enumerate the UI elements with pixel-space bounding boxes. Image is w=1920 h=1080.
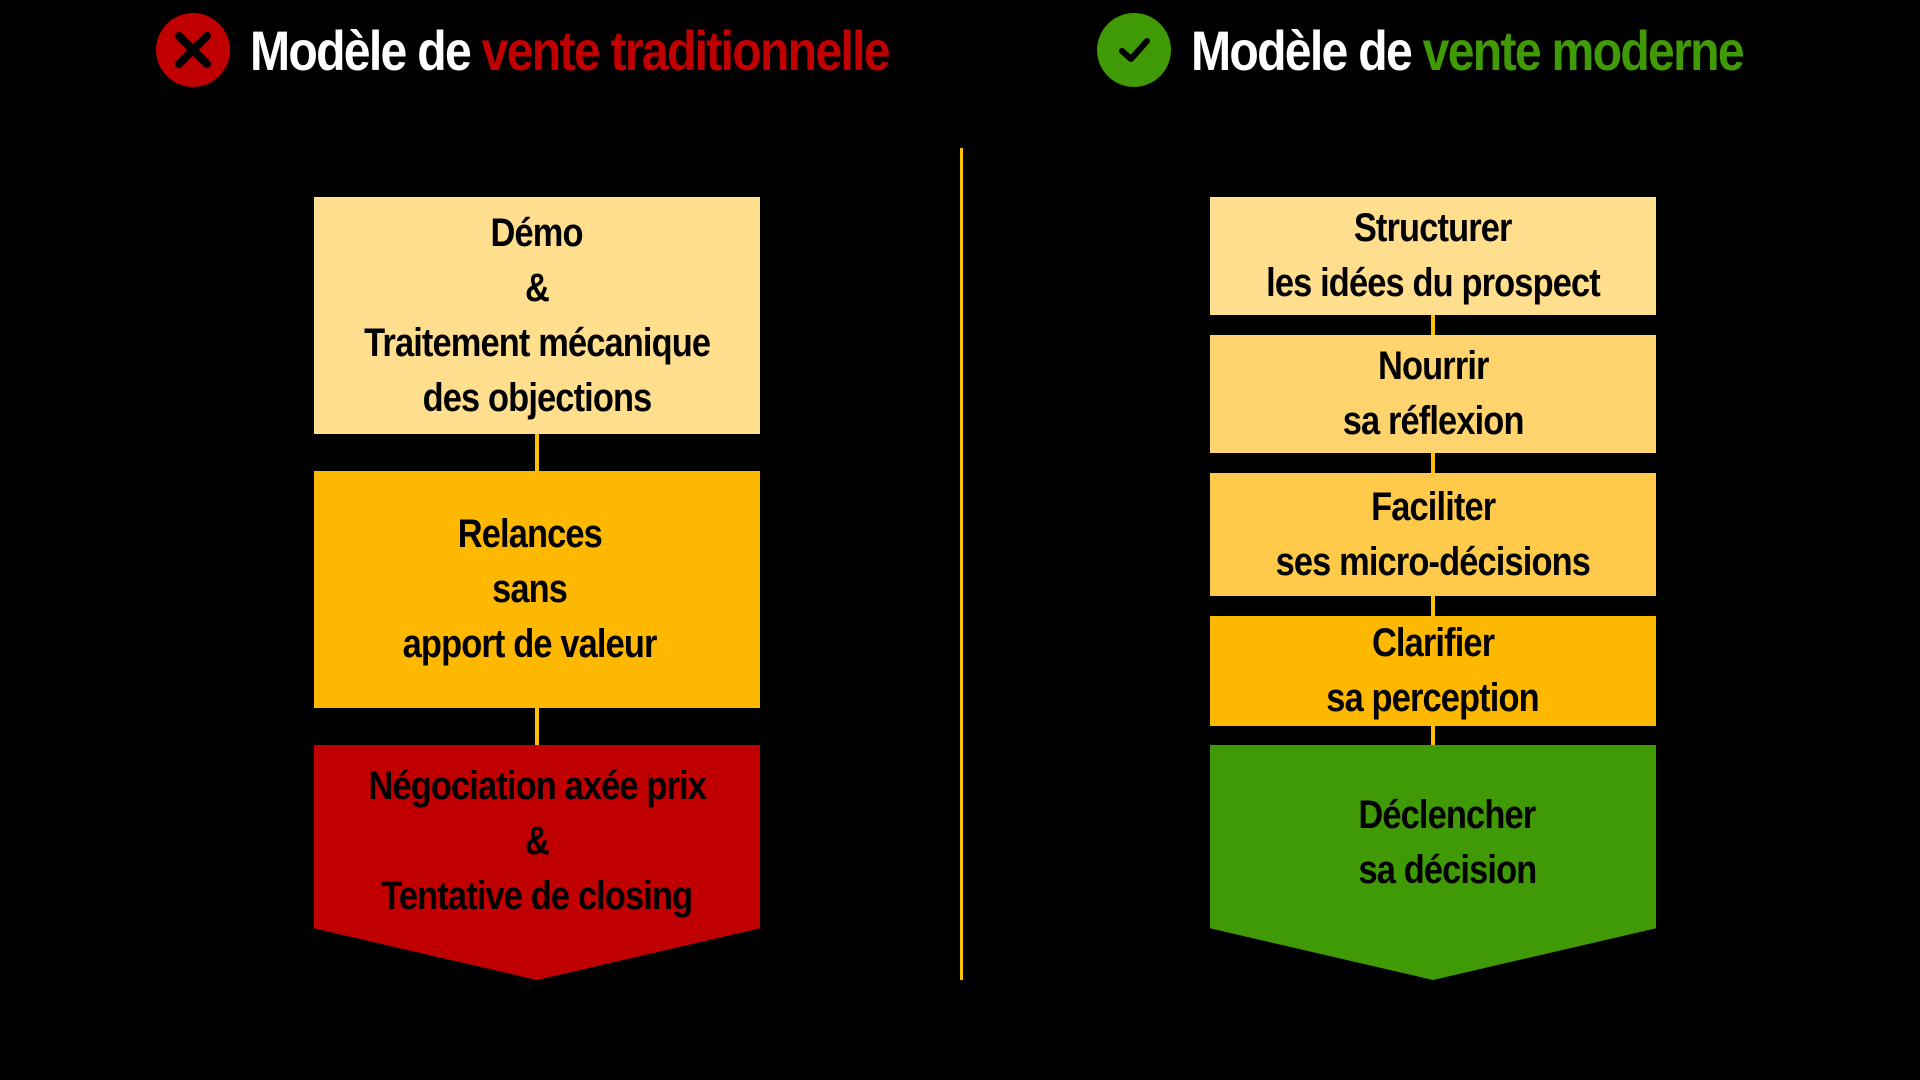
traditional-title-highlight: vente traditionnelle	[481, 18, 891, 82]
modern-connector-2	[1431, 453, 1435, 473]
traditional-step-1-line-4: des objections	[422, 375, 653, 420]
traditional-model-title-text: Modèle de vente traditionnelle	[250, 18, 891, 83]
traditional-connector-1	[535, 434, 539, 472]
modern-step-4-line-1: Clarifier	[1371, 621, 1495, 665]
modern-step-4-line-2: sa perception	[1326, 676, 1540, 720]
modern-model-title-text: Modèle de vente moderne	[1191, 18, 1745, 83]
modern-step-2: Nourrir sa réflexion	[1210, 335, 1656, 453]
modern-title-highlight: vente moderne	[1422, 18, 1745, 82]
traditional-step-2-line-1: Relances	[457, 512, 603, 556]
traditional-step-2-line-2: sans	[492, 567, 569, 611]
traditional-step-3-line-2: &	[524, 819, 550, 863]
traditional-step-1-line-1: Démo	[490, 210, 584, 255]
modern-model-title: Modèle de vente moderne	[1097, 12, 1833, 88]
traditional-step-3-arrow: Négociation axée prix & Tentative de clo…	[314, 745, 760, 980]
center-divider	[960, 148, 963, 980]
modern-step-3: Faciliter ses micro-décisions	[1210, 473, 1656, 596]
modern-step-5-arrow: Déclencher sa décision	[1210, 745, 1656, 980]
traditional-step-1-line-2: &	[524, 265, 550, 310]
modern-title-prefix: Modèle de	[1191, 18, 1423, 82]
modern-step-3-line-1: Faciliter	[1370, 484, 1496, 529]
cross-circle-icon	[156, 13, 230, 87]
modern-step-1-line-2: les idées du prospect	[1266, 261, 1601, 305]
traditional-step-2-line-3: apport de valeur	[403, 622, 658, 666]
modern-connector-1	[1431, 315, 1435, 335]
modern-step-2-line-1: Nourrir	[1377, 344, 1489, 388]
modern-step-2-line-2: sa réflexion	[1342, 399, 1525, 443]
modern-step-5-line-1: Déclencher	[1358, 793, 1537, 837]
traditional-step-1: Démo & Traitement mécanique des objectio…	[314, 197, 760, 434]
traditional-title-prefix: Modèle de	[250, 18, 482, 82]
modern-step-5-line-2: sa décision	[1358, 848, 1537, 892]
modern-step-3-line-2: ses micro-décisions	[1275, 539, 1591, 584]
modern-step-1-line-1: Structurer	[1354, 206, 1513, 250]
traditional-step-1-line-3: Traitement mécanique	[363, 320, 711, 365]
check-circle-icon	[1097, 13, 1171, 87]
traditional-step-3-line-3: Tentative de closing	[381, 874, 694, 918]
modern-step-4: Clarifier sa perception	[1210, 616, 1656, 726]
modern-connector-3	[1431, 596, 1435, 616]
modern-step-1: Structurer les idées du prospect	[1210, 197, 1656, 315]
traditional-connector-2	[535, 708, 539, 746]
traditional-step-3-line-1: Négociation axée prix	[368, 764, 706, 808]
traditional-model-title: Modèle de vente traditionnelle	[156, 12, 993, 88]
modern-connector-4	[1431, 726, 1435, 746]
traditional-step-2: Relances sans apport de valeur	[314, 471, 760, 708]
